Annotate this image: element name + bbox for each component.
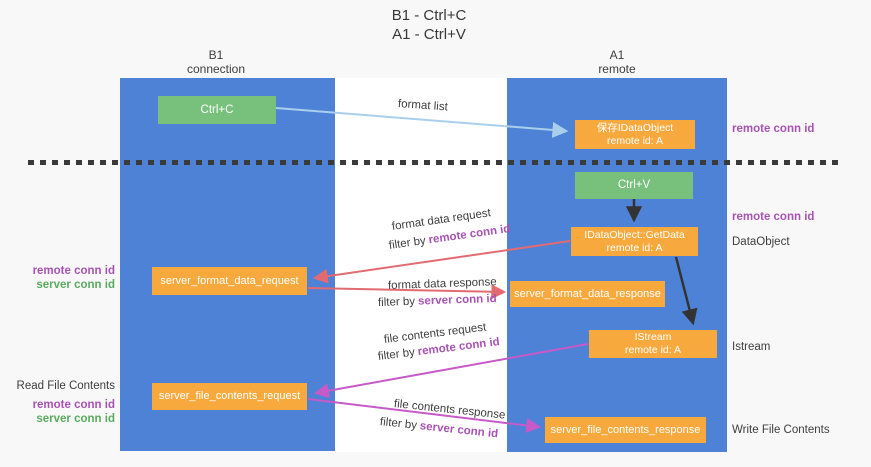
left-label-read-file-contents: Read File Contents — [16, 380, 115, 392]
server-format-data-request-label: server_format_data_request — [160, 274, 299, 287]
istream-line2: remote id: A — [624, 344, 682, 356]
istream-box: IStream remote id: A — [589, 330, 717, 358]
server-file-contents-request-label: server_file_contents_request — [158, 390, 301, 402]
title-line-2: A1 - Ctrl+V — [392, 26, 466, 43]
getdata-line1: IDataObject::GetData — [584, 228, 685, 241]
right-label-istream: Istream — [732, 341, 771, 353]
server-format-data-request-box: server_format_data_request — [152, 267, 307, 295]
ctrl-v-label: Ctrl+V — [617, 179, 651, 191]
save-idataobject-line2: remote id: A — [606, 134, 664, 147]
diagram-title: B1 - Ctrl+C A1 - Ctrl+V — [329, 6, 529, 44]
left-label-remote-conn-id-bottom: remote conn id — [32, 399, 115, 411]
right-label-remote-conn-id-mid: remote conn id — [732, 211, 815, 223]
header-remote: remote — [598, 62, 636, 76]
ctrl-c-label: Ctrl+C — [200, 103, 234, 116]
header-b1: B1 — [208, 48, 224, 62]
ctrl-c-box: Ctrl+C — [158, 96, 276, 124]
column-header-a1-remote: A1 remote — [507, 48, 727, 76]
istream-line1: IStream — [634, 331, 672, 343]
save-idataobject-line1: 保存IDataObject — [596, 121, 674, 134]
server-file-contents-request-box: server_file_contents_request — [152, 383, 307, 410]
header-a1: A1 — [609, 48, 625, 62]
server-format-data-response-label: server_format_data_response — [514, 287, 661, 300]
server-format-data-response-box: server_format_data_response — [510, 281, 665, 307]
middle-background-strip — [335, 78, 507, 452]
right-label-remote-conn-id-top: remote conn id — [732, 123, 815, 135]
right-label-write-file-contents: Write File Contents — [732, 424, 830, 436]
header-connection: connection — [186, 62, 246, 76]
save-idataobject-box: 保存IDataObject remote id: A — [575, 120, 695, 149]
left-label-server-conn-id-mid: server conn id — [36, 279, 115, 291]
left-label-remote-conn-id-mid: remote conn id — [32, 265, 115, 277]
session-divider-dashed-line — [28, 160, 840, 165]
server-file-contents-response-box: server_file_contents_response — [545, 417, 706, 443]
column-header-b1-connection: B1 connection — [120, 48, 312, 76]
title-line-1: B1 - Ctrl+C — [391, 7, 467, 24]
ctrl-v-box: Ctrl+V — [575, 172, 693, 199]
left-label-server-conn-id-bottom: server conn id — [36, 413, 115, 425]
right-label-dataobject: DataObject — [732, 236, 790, 248]
server-file-contents-response-label: server_file_contents_response — [550, 423, 701, 436]
getdata-line2: remote id: A — [606, 241, 663, 254]
idataobject-getdata-box: IDataObject::GetData remote id: A — [571, 227, 698, 256]
